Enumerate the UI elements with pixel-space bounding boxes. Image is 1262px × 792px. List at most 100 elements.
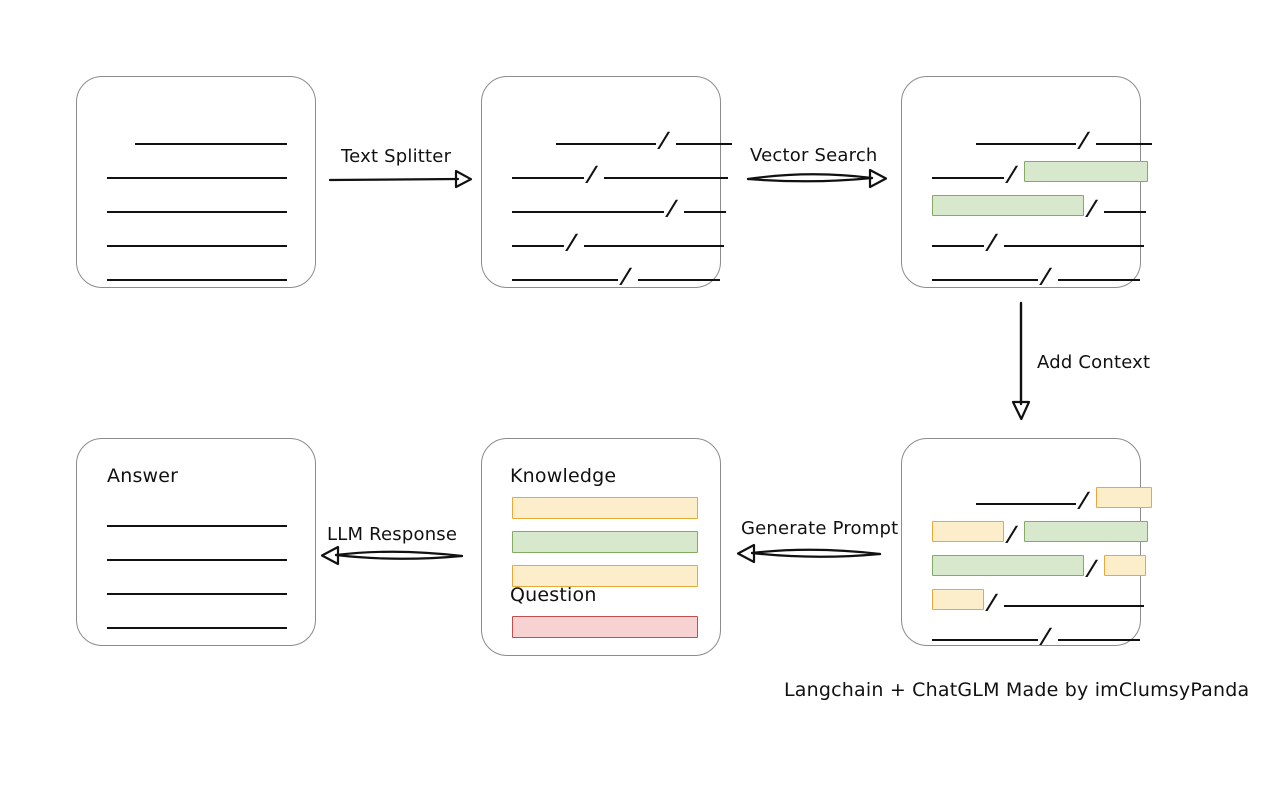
text-line-segment (1058, 279, 1140, 281)
document-row: / (482, 191, 726, 220)
text-line-segment (638, 279, 720, 281)
document-row: / (902, 157, 1148, 186)
question-bar-red (512, 616, 698, 638)
highlight-chip-green (932, 555, 1084, 576)
text-line-segment (512, 211, 664, 213)
document-row (77, 225, 315, 247)
document-row (77, 157, 315, 179)
text-line-segment (932, 639, 1038, 641)
document-row: / (902, 551, 1146, 580)
document-row: / (902, 585, 1144, 614)
chunk-separator: / (1006, 162, 1017, 186)
text-line-segment (932, 279, 1038, 281)
text-line-segment (976, 143, 1076, 145)
arrow-vector-search (746, 168, 888, 189)
text-line-segment (604, 177, 728, 179)
highlight-chip-yellow (1104, 555, 1146, 576)
highlight-chip-yellow (932, 521, 1004, 542)
chunk-separator: / (1078, 488, 1089, 512)
document-row: / (902, 483, 1152, 512)
document-row (77, 539, 315, 561)
prompt-box[interactable]: Knowledge Question (481, 438, 721, 656)
chunk-separator: / (1006, 522, 1017, 546)
chunk-separator: / (986, 230, 997, 254)
text-line-segment (107, 177, 287, 179)
highlight-chip-green (932, 195, 1084, 216)
text-line-segment (1096, 143, 1152, 145)
edge-label-text-splitter: Text Splitter (341, 146, 452, 167)
edge-label-llm-response: LLM Response (327, 524, 458, 545)
text-line-segment (684, 211, 726, 213)
text-line-segment (107, 593, 287, 595)
chunk-separator: / (1078, 128, 1089, 152)
text-line-segment (107, 559, 287, 561)
highlight-chip-yellow (1096, 487, 1152, 508)
text-line-segment (556, 143, 656, 145)
text-line-segment (1004, 245, 1144, 247)
knowledge-bar-yellow (512, 565, 698, 587)
text-line-segment (135, 143, 287, 145)
chunk-separator: / (666, 196, 677, 220)
document-row (77, 573, 315, 595)
chunk-separator: / (986, 590, 997, 614)
document-row: / (902, 191, 1146, 220)
text-line-segment (512, 245, 564, 247)
split-chunks-box[interactable]: / / / / / (481, 76, 732, 288)
chunk-separator: / (566, 230, 577, 254)
highlight-chip-green (1024, 521, 1148, 542)
document-row: / (902, 517, 1148, 546)
footer-credit: Langchain + ChatGLM Made by imClumsyPand… (784, 679, 1250, 701)
edge-label-add-context: Add Context (1037, 352, 1151, 373)
text-line-segment (512, 279, 618, 281)
text-line-segment (932, 177, 1004, 179)
arrow-text-splitter (328, 169, 473, 189)
arrow-generate-prompt (736, 543, 882, 564)
chunk-separator: / (1040, 264, 1051, 288)
document-row: / (902, 619, 1140, 648)
document-row (77, 191, 315, 213)
edge-label-generate-prompt: Generate Prompt (741, 518, 899, 539)
highlight-chip-yellow (932, 589, 984, 610)
document-row: / (902, 123, 1152, 152)
text-line-segment (107, 211, 287, 213)
document-row (77, 259, 315, 281)
text-line-segment (932, 245, 984, 247)
vector-hits-box[interactable]: / / / / / (901, 76, 1152, 288)
text-line-segment (1004, 605, 1144, 607)
text-line-segment (107, 627, 287, 629)
text-line-segment (512, 177, 584, 179)
document-row (77, 607, 315, 629)
document-row: / (902, 225, 1144, 254)
knowledge-bar-yellow (512, 497, 698, 519)
knowledge-bar-green (512, 531, 698, 553)
answer-box[interactable]: Answer (76, 438, 316, 646)
text-line-segment (107, 245, 287, 247)
document-row: / (902, 259, 1140, 288)
question-label: Question (510, 584, 597, 606)
document-row: / (482, 259, 720, 288)
context-added-box[interactable]: / / / / / (901, 438, 1152, 648)
arrow-add-context (1011, 301, 1031, 421)
document-row: / (482, 123, 732, 152)
answer-label: Answer (107, 465, 179, 487)
text-line-segment (976, 503, 1076, 505)
document-row (77, 505, 315, 527)
chunk-separator: / (658, 128, 669, 152)
chunk-separator: / (1086, 196, 1097, 220)
highlight-chip-green (1024, 161, 1148, 182)
text-line-segment (107, 279, 287, 281)
chunk-separator: / (586, 162, 597, 186)
arrow-llm-response (320, 545, 464, 566)
text-line-segment (107, 525, 287, 527)
text-line-segment (1104, 211, 1146, 213)
chunk-separator: / (1040, 624, 1051, 648)
source-document-box[interactable] (76, 76, 316, 288)
knowledge-label: Knowledge (510, 465, 617, 487)
document-row: / (482, 157, 728, 186)
text-line-segment (584, 245, 724, 247)
chunk-separator: / (620, 264, 631, 288)
chunk-separator: / (1086, 556, 1097, 580)
text-line-segment (676, 143, 732, 145)
text-line-segment (1058, 639, 1140, 641)
